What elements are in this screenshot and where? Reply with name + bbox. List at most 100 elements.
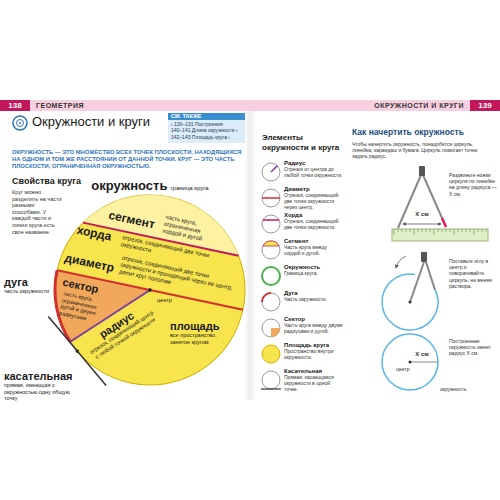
compass-head: [421, 252, 427, 262]
label-group: часть круга, ограниченная хордой и дугой: [162, 214, 217, 245]
label-group: центр: [396, 366, 424, 372]
step-two-figure: [382, 252, 438, 330]
box-heading: СМ. ТАКЖЕ: [168, 113, 245, 120]
center-dot: [148, 288, 152, 292]
part-name: хорда: [76, 224, 122, 246]
ruler-tick: [470, 229, 471, 232]
box-text: 140–141 Длина окружности ›: [168, 127, 245, 133]
ruler-tick: [486, 229, 487, 232]
icon-circle: [262, 163, 280, 181]
label-group: окружностьграница круга: [85, 176, 215, 194]
page-number-box: 139: [470, 100, 500, 111]
circle-figure: [37, 177, 262, 402]
title-icon: [13, 116, 27, 130]
label-group: часть круга, ограниченная дугой и двумя …: [59, 290, 105, 324]
part-label: окружность: [440, 386, 490, 392]
label-group: СекторЧасть круга между двумя радиусами …: [284, 316, 344, 335]
header-band: ОКРУЖНОСТИ И КРУГИ139: [250, 100, 500, 111]
diameter-icon: [262, 197, 280, 199]
ruler-tick: [478, 229, 479, 232]
ruler-tick: [394, 229, 395, 235]
part-name: дуга: [4, 276, 50, 288]
ruler-tick: [398, 229, 399, 232]
circle-area: [37, 177, 262, 402]
label-group: Свойства круга: [12, 176, 102, 187]
tangent-icon: [261, 388, 281, 389]
element-name: Касательная: [284, 368, 344, 375]
label-group: окружность: [440, 386, 490, 392]
step-three-figure: [382, 334, 438, 390]
icon-circle: [262, 293, 280, 311]
label-group: СегментЧасть круга между хордой и дугой.: [284, 238, 344, 257]
label-group: X см: [412, 351, 432, 358]
icon-ring: [13, 116, 27, 130]
ruler-tick: [466, 229, 467, 232]
compass-head: [419, 166, 425, 176]
pencil-tip: [442, 218, 446, 227]
ruler-tick: [406, 229, 407, 232]
ruler-tick: [450, 229, 451, 232]
label-group: X см: [412, 211, 432, 218]
part-name: диаметр: [63, 252, 120, 276]
label-group: касательнаяпрямая, имеющая с окружностью…: [4, 370, 84, 402]
intro-text: ОКРУЖНОСТЬ — ЭТО МНОЖЕСТВО ВСЕХ ТОЧЕК ПЛ…: [12, 149, 245, 170]
label-group: КасательнаяПрямая, касающаяся окружности…: [284, 368, 344, 392]
element-description: Прямая, касающаяся окружности в одной то…: [284, 375, 344, 392]
element-description: Часть окружности.: [284, 297, 344, 303]
element-name: Хорда: [284, 212, 344, 219]
part-name: касательная: [4, 370, 84, 382]
label-group: Чтобы начертить окружность, понадобятся …: [352, 141, 494, 160]
element-description: Отрезок от центра до любой точки окружно…: [284, 167, 344, 179]
label-group: Площадь кругаПространство внутри окружно…: [284, 342, 344, 361]
step-caption: Раздвиньте ножки циркуля по линейке на д…: [449, 172, 497, 197]
label-group: ОкружностьГраница круга.: [284, 264, 344, 277]
section-heading: Свойства круга: [12, 176, 102, 187]
dimension-label: X см: [412, 351, 432, 358]
ruler-tick: [434, 229, 435, 235]
arc-icon: [262, 293, 271, 302]
drawn-arc: [382, 274, 438, 330]
compass-pencil-leg: [426, 262, 435, 290]
label-group: РадиусОтрезок от центра до любой точки о…: [284, 160, 344, 179]
element-description: Отрезок, соединяющий две точки окружност…: [284, 219, 344, 231]
part-description: граница круга: [170, 185, 208, 191]
step-caption: Построенная окружность имеет радиус X см…: [449, 338, 497, 357]
radius-icon: [271, 166, 277, 172]
label-group: Как начертить окружность: [352, 127, 494, 137]
step-caption: Поставьте иглу в центр и поворачивайте ц…: [449, 258, 497, 289]
box-heading: ГЕОМЕТРИЯ: [36, 100, 84, 111]
ruler-tick: [462, 229, 463, 232]
label-group: Круг можно разделить на части разными сп…: [12, 189, 64, 235]
icon-circle: [262, 319, 280, 337]
icon-ring: [17, 120, 24, 127]
box-heading: 138: [0, 100, 30, 111]
label-group: площадьвсе пространство, занятое кругом: [170, 320, 225, 345]
ruler-tick: [410, 229, 411, 232]
ruler-tick: [414, 229, 415, 235]
icon-dot: [19, 122, 21, 124]
page-title: Окружности и круги: [32, 114, 150, 130]
section-heading: Как начертить окружность: [352, 127, 494, 137]
ruler-tick: [418, 229, 419, 232]
icon-circle: [262, 371, 280, 389]
tangent-point: [75, 349, 79, 353]
label-group: ДугаЧасть окружности.: [284, 290, 344, 303]
element-description: Отрезок, соединяющий две точки окружност…: [284, 193, 344, 210]
element-icons: [261, 163, 281, 389]
element-name: Дуга: [284, 290, 344, 297]
element-description: Часть круга между хордой и дугой.: [284, 245, 344, 257]
body-text: Чтобы начертить окружность, понадобятся …: [352, 141, 494, 160]
part-description: часть круга, ограниченная хордой и дугой: [162, 214, 217, 245]
ruler-ticks: [394, 229, 486, 235]
ruler: [392, 229, 488, 241]
finished-circle: [382, 334, 438, 390]
point-label: центр: [396, 366, 424, 372]
label-group: Раздвиньте ножки циркуля по линейке на д…: [449, 172, 497, 197]
header-band: ГЕОМЕТРИЯ 138: [0, 100, 250, 111]
element-name: Диаметр: [284, 186, 344, 193]
ruler-tick: [446, 229, 447, 232]
dimension-line: [403, 224, 441, 225]
segment-icon: [263, 241, 279, 246]
chord-icon: [263, 219, 279, 221]
